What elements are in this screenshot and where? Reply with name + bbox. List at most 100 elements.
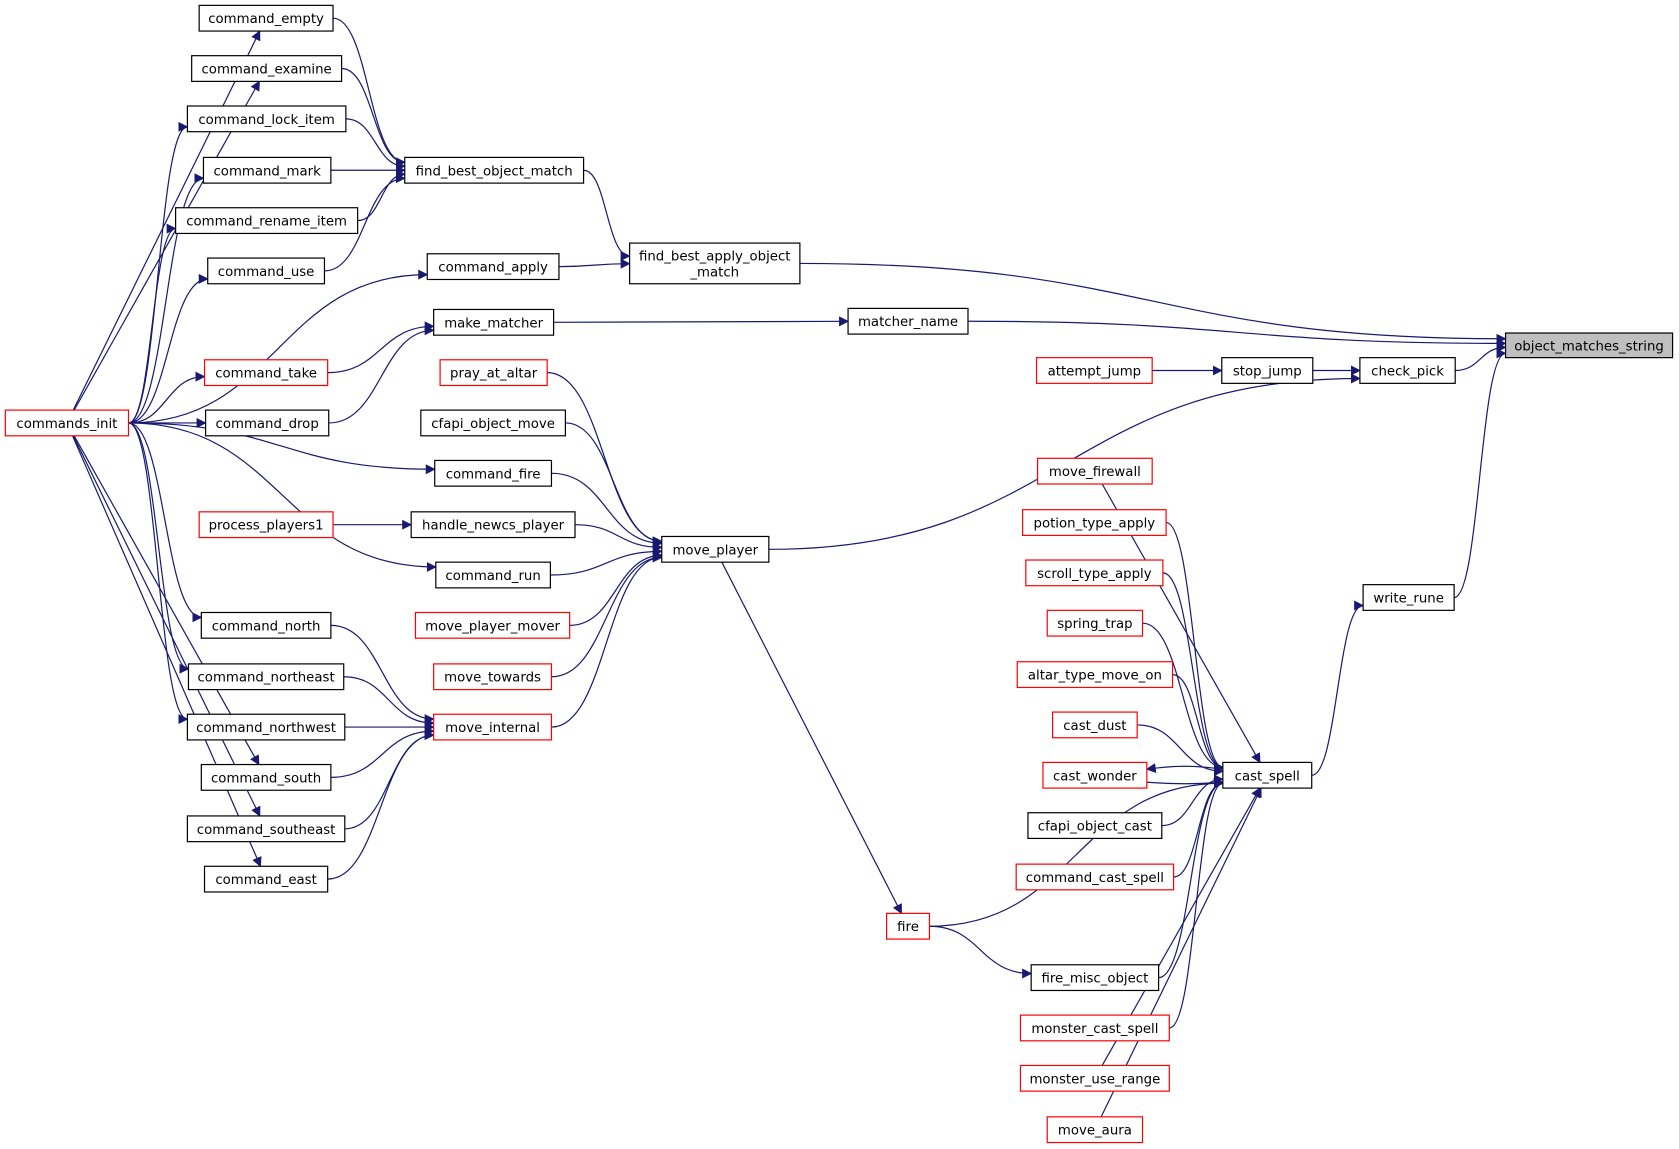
node-attempt-jump[interactable]: attempt_jump xyxy=(1035,357,1153,384)
node-command-northeast[interactable]: command_northeast xyxy=(187,663,345,691)
edge-line xyxy=(551,472,663,549)
node-command-east[interactable]: command_east xyxy=(203,865,329,893)
node-command-fire[interactable]: command_fire xyxy=(434,459,553,487)
node-command-north[interactable]: command_north xyxy=(200,611,332,639)
edge-command-empty-to-find-best-object-match xyxy=(332,17,406,168)
node-box xyxy=(1222,761,1313,789)
node-box xyxy=(203,359,329,387)
node-move-towards[interactable]: move_towards xyxy=(433,663,553,691)
node-box xyxy=(886,912,931,940)
node-command-northwest[interactable]: command_northwest xyxy=(186,713,346,741)
edge-line xyxy=(550,546,663,576)
edge-line xyxy=(1453,348,1507,599)
node-stop-jump[interactable]: stop_jump xyxy=(1221,357,1314,384)
edge-line xyxy=(345,118,406,172)
edge-line xyxy=(565,422,663,547)
node-object-matches-string[interactable]: object_matches_string xyxy=(1504,332,1674,359)
node-altar-type-move-on[interactable]: altar_type_move_on xyxy=(1016,661,1174,689)
node-pray-at-altar[interactable]: pray_at_altar xyxy=(439,359,548,387)
node-label: command_mark xyxy=(214,164,322,179)
node-commands-init[interactable]: commands_init xyxy=(4,409,130,437)
node-label: move_firewall xyxy=(1049,465,1141,480)
edge-command-northeast-to-move-internal xyxy=(343,676,435,729)
node-box xyxy=(200,763,332,791)
node-cfapi-object-cast[interactable]: cfapi_object_cast xyxy=(1027,812,1163,840)
edge-matcher-name-to-object-matches-string xyxy=(967,320,1507,349)
node-box xyxy=(1046,609,1144,637)
node-command-south[interactable]: command_south xyxy=(200,763,332,791)
node-move-player[interactable]: move_player xyxy=(661,535,770,563)
node-check-pick[interactable]: check_pick xyxy=(1359,357,1456,384)
edge-move-player-to-fire xyxy=(721,561,902,915)
edge-line xyxy=(1145,763,1223,774)
node-box xyxy=(1019,1064,1170,1092)
edge-line xyxy=(328,325,435,424)
node-process-players1[interactable]: process_players1 xyxy=(198,511,334,539)
node-label: commands_init xyxy=(16,417,117,432)
node-label: monster_use_range xyxy=(1029,1072,1160,1087)
node-find-best-apply-object-match[interactable]: find_best_apply_object_match xyxy=(629,242,801,285)
node-command-take[interactable]: command_take xyxy=(203,359,329,387)
node-command-examine[interactable]: command_examine xyxy=(191,55,343,82)
edge-handle-newcs-player-to-move-player xyxy=(575,524,663,553)
node-box xyxy=(207,257,326,285)
node-scroll-type-apply[interactable]: scroll_type_apply xyxy=(1025,559,1164,587)
edge-line xyxy=(327,321,435,374)
node-label: command_examine xyxy=(202,63,332,78)
node-cast-spell[interactable]: cast_spell xyxy=(1222,761,1313,789)
node-move-player-mover[interactable]: move_player_mover xyxy=(414,611,571,639)
node-potion-type-apply[interactable]: potion_type_apply xyxy=(1022,509,1167,536)
node-box xyxy=(410,511,576,539)
node-move-aura[interactable]: move_aura xyxy=(1046,1116,1144,1144)
edge-line xyxy=(1142,622,1224,773)
edge-cfapi-object-cast-to-cast-spell xyxy=(1161,774,1224,827)
node-box xyxy=(198,511,334,539)
node-fire[interactable]: fire xyxy=(886,912,931,940)
node-label: altar_type_move_on xyxy=(1028,669,1162,684)
edge-line xyxy=(128,223,177,424)
node-command-southeast[interactable]: command_southeast xyxy=(186,815,346,843)
node-write-rune[interactable]: write_rune xyxy=(1362,584,1455,611)
node-make-matcher[interactable]: make_matcher xyxy=(433,308,555,336)
edge-line xyxy=(72,435,261,817)
node-label: handle_newcs_player xyxy=(422,519,565,534)
edge-command-fire-to-move-player xyxy=(551,472,663,549)
edge-line xyxy=(1455,342,1507,372)
node-monster-use-range[interactable]: monster_use_range xyxy=(1019,1064,1170,1092)
node-spring-trap[interactable]: spring_trap xyxy=(1046,609,1144,637)
node-command-run[interactable]: command_run xyxy=(435,561,551,589)
edge-commands-init-to-command-fire xyxy=(128,422,436,475)
node-handle-newcs-player[interactable]: handle_newcs_player xyxy=(410,511,576,539)
node-move-internal[interactable]: move_internal xyxy=(433,713,553,741)
node-label: stop_jump xyxy=(1233,364,1302,379)
node-command-rename-item[interactable]: command_rename_item xyxy=(175,207,359,235)
node-label: write_rune xyxy=(1373,592,1444,607)
edge-spring-trap-to-cast-spell xyxy=(1142,622,1224,773)
node-label: monster_cast_spell xyxy=(1031,1022,1158,1037)
edge-line xyxy=(324,173,406,272)
node-cast-wonder[interactable]: cast_wonder xyxy=(1042,761,1148,789)
node-cfapi-object-move[interactable]: cfapi_object_move xyxy=(420,409,566,437)
edge-make-matcher-to-matcher-name xyxy=(553,316,850,327)
node-monster-cast-spell[interactable]: monster_cast_spell xyxy=(1019,1014,1170,1042)
edge-line xyxy=(1165,521,1224,773)
node-matcher-name[interactable]: matcher_name xyxy=(847,307,969,335)
node-move-firewall[interactable]: move_firewall xyxy=(1036,457,1153,485)
node-command-lock-item[interactable]: command_lock_item xyxy=(186,105,347,133)
node-command-drop[interactable]: command_drop xyxy=(204,409,330,437)
node-command-empty[interactable]: command_empty xyxy=(198,4,334,32)
node-command-apply[interactable]: command_apply xyxy=(426,253,560,281)
node-command-mark[interactable]: command_mark xyxy=(202,156,332,184)
edge-commands-init-to-command-apply xyxy=(128,269,429,424)
node-fire-misc-object[interactable]: fire_misc_object xyxy=(1030,964,1160,992)
edge-line xyxy=(343,676,435,729)
edge-fire-to-fire-misc-object xyxy=(929,925,1033,979)
edge-line xyxy=(1172,673,1224,773)
node-find-best-object-match[interactable]: find_best_object_match xyxy=(404,156,585,184)
edge-command-north-to-move-internal xyxy=(330,624,435,725)
edge-line xyxy=(1158,778,1224,979)
edge-line xyxy=(128,422,203,623)
node-command-use[interactable]: command_use xyxy=(207,257,326,285)
node-command-cast-spell[interactable]: command_cast_spell xyxy=(1015,863,1175,891)
node-cast-dust[interactable]: cast_dust xyxy=(1051,711,1138,739)
